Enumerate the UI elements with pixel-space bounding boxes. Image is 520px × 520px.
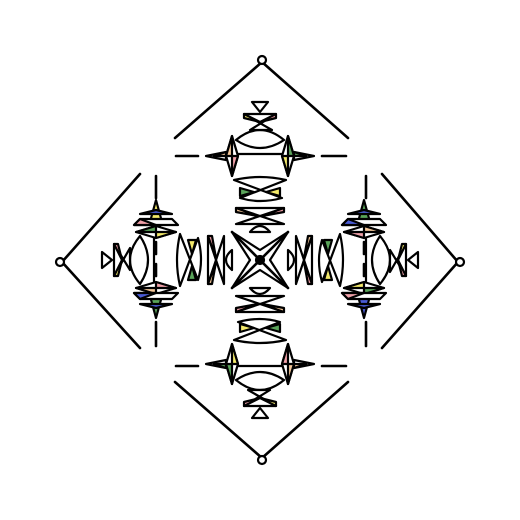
vkite-bar-fill xyxy=(132,291,158,301)
kite-motifs xyxy=(132,198,388,320)
hourglass-wedge xyxy=(260,302,286,314)
frame-line xyxy=(173,60,264,140)
vkite-bar-fill xyxy=(340,291,366,301)
frame-line xyxy=(380,172,460,264)
tiny-tri xyxy=(100,250,114,270)
kite-fill xyxy=(230,154,240,178)
frame-knob xyxy=(256,54,268,66)
frame-line xyxy=(60,260,142,350)
small-wedge xyxy=(242,396,262,408)
diamond-frame xyxy=(54,54,466,466)
hourglass-wedge xyxy=(206,234,218,260)
tiny-tri xyxy=(406,250,420,270)
kite-fill xyxy=(362,224,386,234)
vkite-bar-fill xyxy=(340,217,366,227)
hourglass-wedge xyxy=(302,234,314,260)
frame-line xyxy=(173,380,264,460)
small-wedge xyxy=(396,242,408,262)
bell xyxy=(128,234,150,286)
frame-line xyxy=(260,380,350,460)
kite-fill xyxy=(280,342,290,366)
arm-bottom xyxy=(204,286,316,420)
small-wedge xyxy=(112,242,124,262)
kite-tail-fill xyxy=(292,150,308,158)
bow-wedge xyxy=(186,264,198,282)
small-wedge xyxy=(258,396,278,408)
kite-fill xyxy=(286,134,296,158)
frame-line xyxy=(260,60,350,140)
bow-wedge xyxy=(264,186,282,198)
kite-fill xyxy=(342,230,366,240)
frame-knob xyxy=(54,256,66,268)
kite-tail-fill xyxy=(212,362,228,370)
bow-wedge xyxy=(238,322,256,334)
hourglass-wedge xyxy=(302,260,314,286)
small-wedge xyxy=(242,112,262,124)
bow-wedge xyxy=(264,322,282,334)
cap xyxy=(248,224,272,234)
hourglass-wedge xyxy=(260,206,286,218)
tiny-tri xyxy=(250,406,270,420)
kite-fill xyxy=(286,362,296,386)
vkite-bar-fill xyxy=(132,217,158,227)
small-wedge xyxy=(396,258,408,278)
bow-wedge xyxy=(238,186,256,198)
hourglass-wedge xyxy=(234,206,260,218)
kite-fill xyxy=(224,362,234,386)
kite-fill xyxy=(154,230,178,240)
cap xyxy=(248,286,272,296)
cap xyxy=(224,248,234,272)
kite-fill xyxy=(134,224,158,234)
kite-tail-fill xyxy=(292,362,308,370)
cap xyxy=(286,248,296,272)
vkite-under xyxy=(138,302,174,310)
bow-wedge xyxy=(322,238,334,256)
small-wedge xyxy=(112,258,124,278)
vkite-under xyxy=(346,302,382,310)
arm-group xyxy=(204,286,316,420)
kite-fill xyxy=(280,154,290,178)
hourglass-wedge xyxy=(206,260,218,286)
kite-fill xyxy=(154,280,178,290)
arm-top xyxy=(204,100,316,234)
bow-wedge xyxy=(186,238,198,256)
bell xyxy=(370,234,392,286)
center-dot xyxy=(254,254,266,266)
frame-knob xyxy=(256,454,268,466)
frame-knob xyxy=(454,256,466,268)
tiny-tri xyxy=(250,100,270,114)
bell xyxy=(234,370,286,392)
kite-fill xyxy=(342,280,366,290)
arm-group xyxy=(204,100,316,234)
center-star xyxy=(230,230,290,290)
frame-line xyxy=(60,172,142,264)
bow-wedge xyxy=(322,264,334,282)
bell xyxy=(234,128,286,150)
small-wedge xyxy=(258,112,278,124)
kite-fill xyxy=(224,134,234,158)
frame-line xyxy=(380,260,460,350)
kite-tail-fill xyxy=(212,150,228,158)
vkite-under xyxy=(138,208,174,216)
hourglass-wedge xyxy=(234,302,260,314)
vkite-under xyxy=(346,208,382,216)
kite-fill xyxy=(230,342,240,366)
